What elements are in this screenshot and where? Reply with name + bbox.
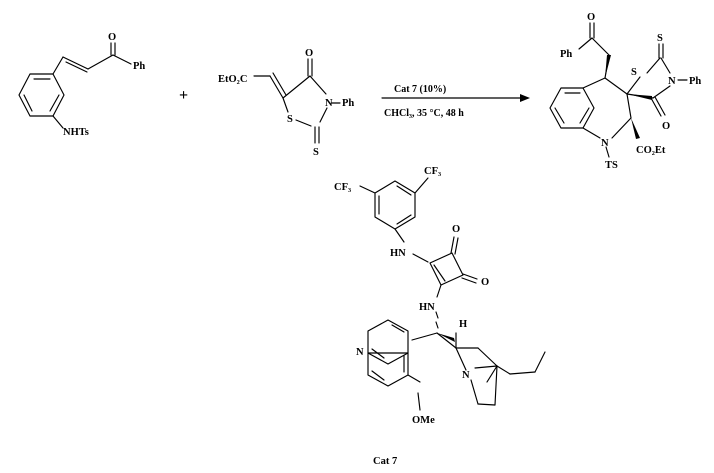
- product-ketone-phenyl-label: Ph: [560, 49, 572, 60]
- catalyst-cf3-right-label: CF₃: [424, 166, 441, 177]
- catalyst-methoxy-label: OMe: [412, 415, 435, 426]
- reactant-1-oxygen-label: O: [108, 32, 116, 43]
- product-lactam-oxygen-label: O: [662, 121, 670, 132]
- reactant-2-structure: EtO₂C O N Ph S S: [218, 48, 354, 158]
- product-n-phenyl-label: Ph: [689, 76, 701, 87]
- reactant-2-oxygen-label: O: [305, 48, 313, 59]
- product-structure: O Ph S S N Ph O N TS CO₂Et: [549, 12, 701, 171]
- reactant-2-phenyl-label: Ph: [342, 98, 354, 109]
- condition-catalyst-loading: Cat 7 (10%): [394, 84, 446, 95]
- reaction-arrow: [381, 94, 530, 102]
- product-nitrogen-label: N: [668, 76, 676, 87]
- catalyst-quinuclidine-nitrogen-label: N: [462, 370, 470, 381]
- catalyst-cf3-left-label: CF₃: [334, 182, 351, 193]
- catalyst-amine-upper-label: HN: [390, 248, 406, 259]
- plus-sign: +: [179, 87, 188, 104]
- catalyst-name-label: Cat 7: [373, 456, 397, 467]
- reactant-2-nitrogen-label: N: [325, 98, 333, 109]
- reactant-2-thione-sulfur-label: S: [313, 147, 319, 158]
- product-ring-nitrogen-label: N: [601, 138, 609, 149]
- catalyst-amine-lower-label: HN: [419, 302, 435, 313]
- product-ester-label: CO₂Et: [636, 145, 666, 156]
- reactant-2-ring-sulfur-label: S: [287, 114, 293, 125]
- product-ring-sulfur-label: S: [631, 67, 637, 78]
- reactant-2-ester-label: EtO₂C: [218, 74, 247, 85]
- reactant-1-nhts-label: NHTs: [63, 127, 89, 138]
- catalyst-oxygen-upper-label: O: [452, 224, 460, 235]
- catalyst-quinoline-nitrogen-label: N: [356, 347, 364, 358]
- condition-solvent-temperature-time: CHCl₃, 35 °C, 48 h: [384, 108, 464, 119]
- product-thione-sulfur-label: S: [657, 33, 663, 44]
- catalyst-oxygen-right-label: O: [481, 277, 489, 288]
- product-ketone-oxygen-label: O: [587, 12, 595, 23]
- reactant-1-phenyl-label: Ph: [133, 61, 145, 72]
- catalyst-structure: CF₃ CF₃ HN HN O O H N N OMe: [334, 166, 546, 426]
- reactant-1-structure: O Ph NHTs: [18, 32, 145, 138]
- product-tosyl-label: TS: [605, 160, 618, 171]
- catalyst-hydrogen-label: H: [459, 319, 467, 330]
